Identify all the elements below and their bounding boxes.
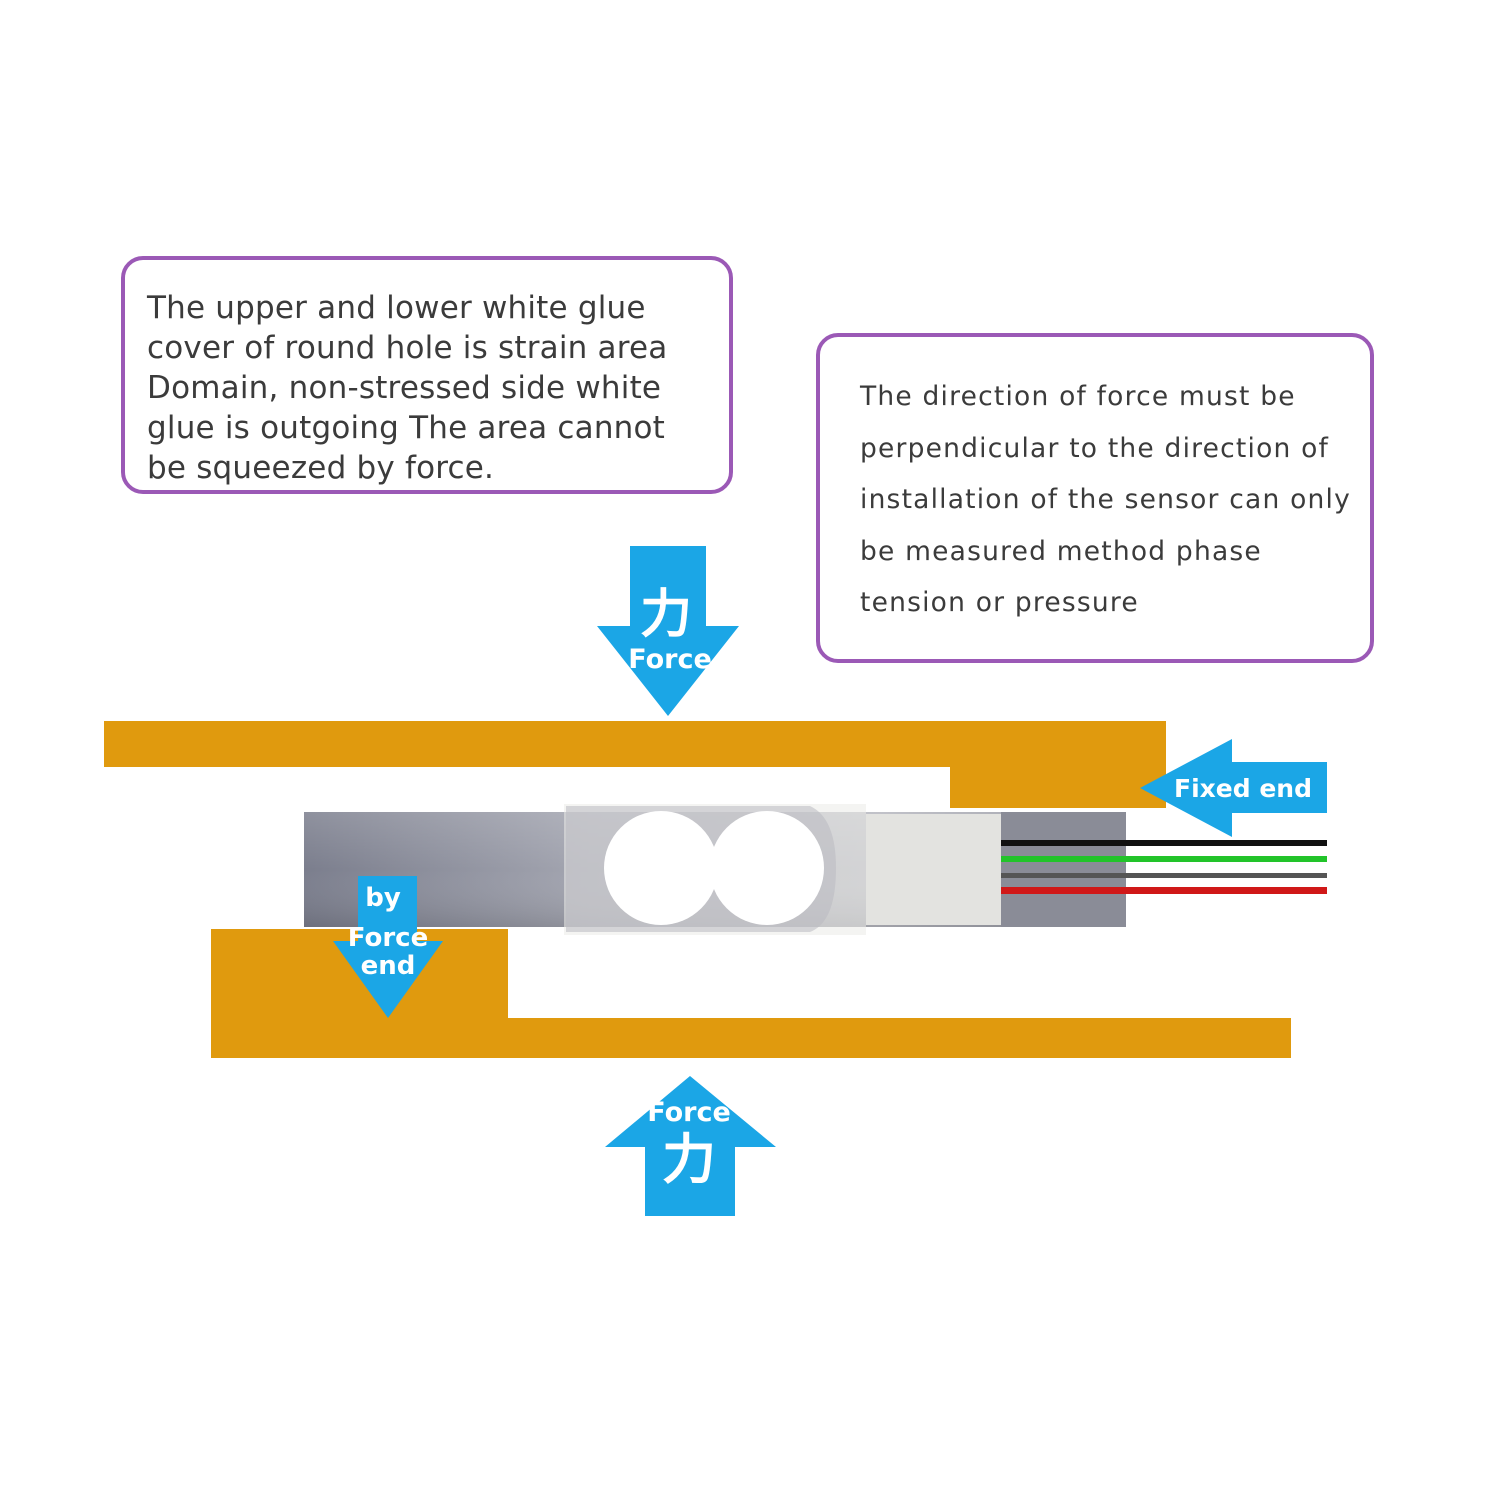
top-force-arrow: 力 Force (597, 546, 739, 716)
callout-line: The upper and lower white glue (147, 290, 646, 326)
fixed-end-label: Fixed end (1174, 774, 1312, 803)
callout-line: installation of the sensor can only (860, 484, 1351, 515)
red-wire (1001, 887, 1327, 894)
label-sticker (866, 814, 1001, 925)
force-glyph: 力 (662, 1128, 716, 1191)
by-label: by (365, 883, 401, 913)
callout-line: be measured method phase (860, 535, 1262, 567)
callout-line: Domain, non-stressed side white (147, 370, 662, 406)
green-wire (1001, 856, 1327, 862)
force-glyph: 力 (640, 585, 692, 645)
force-label: Force (647, 1097, 731, 1128)
end-label: end (361, 951, 416, 981)
callout-line: glue is outgoing The area cannot (147, 410, 666, 446)
callout-line: tension or pressure (860, 587, 1139, 618)
sensor-wires (1001, 840, 1327, 894)
strain-area-callout: The upper and lower white glue cover of … (121, 256, 733, 494)
force-direction-callout: The direction of force must be perpendic… (816, 333, 1374, 663)
callout-line: be squeezed by force. (147, 450, 495, 486)
arrow-left-icon (1140, 739, 1327, 837)
gray-wire (1001, 873, 1327, 878)
bottom-force-arrow: Force 力 (605, 1076, 776, 1216)
callout-line: The direction of force must be (860, 381, 1296, 412)
by-force-end-arrow: by Force end (333, 876, 443, 1018)
load-cell-beam (304, 804, 1126, 935)
strain-hole-right (710, 811, 824, 925)
callout-line: perpendicular to the direction of (860, 432, 1330, 464)
arrow-down-icon (597, 546, 739, 716)
upper-mounting-plate (104, 721, 1166, 808)
lower-mounting-plate (211, 929, 1291, 1058)
callout-line: cover of round hole is strain area (147, 330, 668, 366)
strain-hole-left (604, 811, 718, 925)
black-wire (1001, 840, 1327, 846)
arrow-down-icon (333, 876, 443, 1018)
arrow-up-icon (605, 1076, 776, 1216)
fixed-end-arrow: Fixed end (1140, 739, 1327, 837)
force-label: Force (348, 923, 428, 953)
force-label: Force (628, 644, 712, 675)
